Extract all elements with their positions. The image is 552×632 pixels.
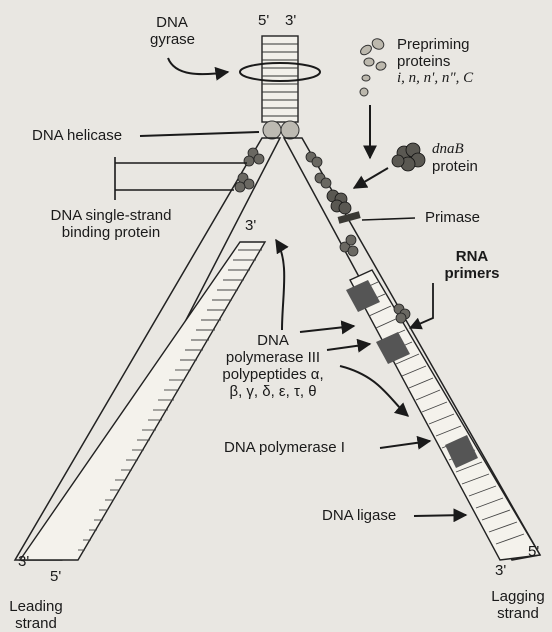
prepriming-label-line2: proteins: [397, 53, 473, 70]
rna-primers-label-line2: primers: [432, 265, 512, 282]
prepriming-label-line3: i, n, n', n", C: [397, 70, 473, 87]
prepriming-proteins: [359, 37, 387, 96]
leading-strand-label: Leading strand: [8, 598, 64, 632]
lagging-strand-label-line2: strand: [488, 605, 548, 622]
prepriming-label-line1: Prepriming: [397, 36, 473, 53]
leading-strand-label-line1: Leading: [8, 598, 64, 615]
parent-duplex: [262, 36, 298, 122]
top-3-prime: 3': [285, 12, 296, 29]
prepriming-label: Prepriming proteins i, n, n', n", C: [397, 36, 473, 87]
pol3-label-line1: DNA: [198, 332, 348, 349]
ssb-label-line2: binding protein: [26, 224, 196, 241]
dnab-free: [392, 143, 425, 171]
gyrase-label-line2: gyrase: [150, 31, 194, 48]
leading-5-prime: 5': [50, 568, 61, 585]
pol3-label: DNA polymerase III polypeptides α, β, γ,…: [198, 332, 348, 400]
helicase-shape: [263, 121, 299, 139]
gyrase-label: DNA gyrase: [150, 14, 194, 48]
primase-label: Primase: [425, 209, 480, 226]
lagging-3-prime: 3': [495, 562, 506, 579]
leading-3-prime: 3': [18, 553, 29, 570]
ssb-label: DNA single-strand binding protein: [26, 207, 196, 241]
gyrase-label-line1: DNA: [150, 14, 194, 31]
top-5-prime: 5': [258, 12, 269, 29]
pol1-label: DNA polymerase I: [224, 439, 345, 456]
dnab-label: dnaB protein: [432, 141, 478, 175]
left-3-prime-top: 3': [245, 217, 256, 234]
dnab-on-strand: [327, 190, 351, 214]
lagging-strand-label-line1: Lagging: [488, 588, 548, 605]
rna-primers-label: RNA primers: [432, 248, 512, 282]
leading-strand-label-line2: strand: [8, 615, 64, 632]
rna-primers-label-line1: RNA: [432, 248, 512, 265]
pol3-label-line2: polymerase III: [198, 349, 348, 366]
ligase-label: DNA ligase: [322, 507, 396, 524]
dnab-label-line2: protein: [432, 158, 478, 175]
pol3-label-line3: polypeptides α,: [198, 366, 348, 383]
dnab-label-line1: dnaB: [432, 141, 478, 158]
helicase-label: DNA helicase: [32, 127, 122, 144]
lagging-strand-label: Lagging strand: [488, 588, 548, 622]
lagging-5-prime: 5': [528, 543, 539, 560]
pol3-label-line4: β, γ, δ, ε, τ, θ: [198, 383, 348, 400]
ssb-label-line1: DNA single-strand: [26, 207, 196, 224]
